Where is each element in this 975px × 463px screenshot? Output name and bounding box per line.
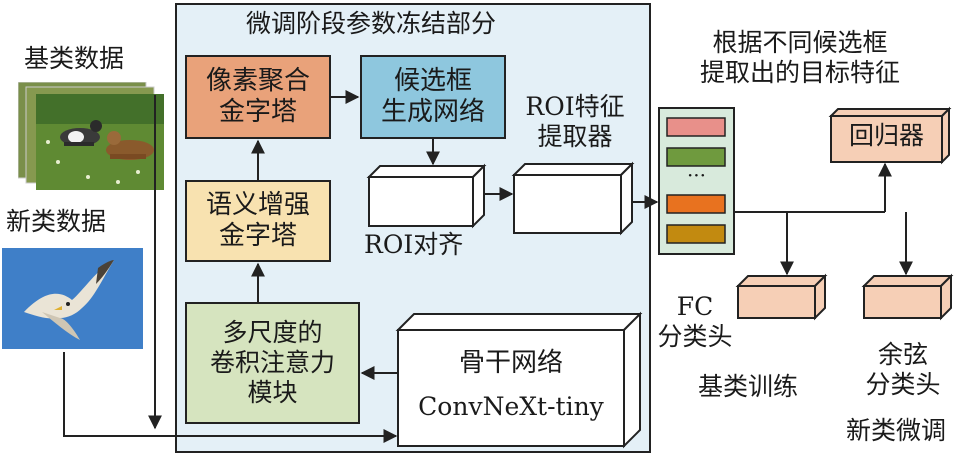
semantic-enhancement-pyramid: 语义增强 金字塔 bbox=[185, 180, 331, 262]
backbone-box bbox=[395, 311, 643, 449]
rpn-box: 候选框 生成网络 bbox=[360, 55, 506, 139]
roi-align-box bbox=[366, 163, 487, 229]
roi-extractor-label: ROI特征 提取器 bbox=[525, 92, 625, 151]
frozen-region-title: 微调阶段参数冻结部分 bbox=[246, 9, 497, 38]
base-data-label: 基类数据 bbox=[24, 44, 125, 73]
cosine-head-label: 余弦 分类头 bbox=[865, 340, 941, 399]
fc-head-box bbox=[735, 273, 828, 321]
roi-extractor-box bbox=[511, 161, 635, 236]
base-data-image bbox=[18, 82, 166, 192]
target-features-title: 根据不同候选框 提取出的目标特征 bbox=[699, 28, 900, 87]
roi-align-label: ROI对齐 bbox=[364, 230, 464, 259]
backbone-title: 骨干网络 bbox=[458, 348, 563, 378]
fc-head-label: FC 分类头 bbox=[657, 292, 733, 351]
regressor-box bbox=[828, 106, 952, 165]
multiscale-attention-module: 多尺度的 卷积注意力 模块 bbox=[185, 302, 360, 424]
cosine-head-box bbox=[861, 273, 954, 321]
fc-training-label: 基类训练 bbox=[698, 372, 799, 401]
novel-data-image bbox=[2, 248, 143, 349]
novel-data-label: 新类数据 bbox=[6, 207, 107, 236]
regressor-label: 回归器 bbox=[848, 121, 924, 150]
feature-ellipsis: ··· bbox=[686, 163, 707, 187]
cosine-finetune-label: 新类微调 bbox=[846, 416, 947, 445]
backbone-model-name: ConvNeXt-tiny bbox=[418, 392, 604, 421]
pixel-aggregation-pyramid: 像素聚合 金字塔 bbox=[185, 55, 331, 139]
feature-stack bbox=[658, 107, 735, 255]
